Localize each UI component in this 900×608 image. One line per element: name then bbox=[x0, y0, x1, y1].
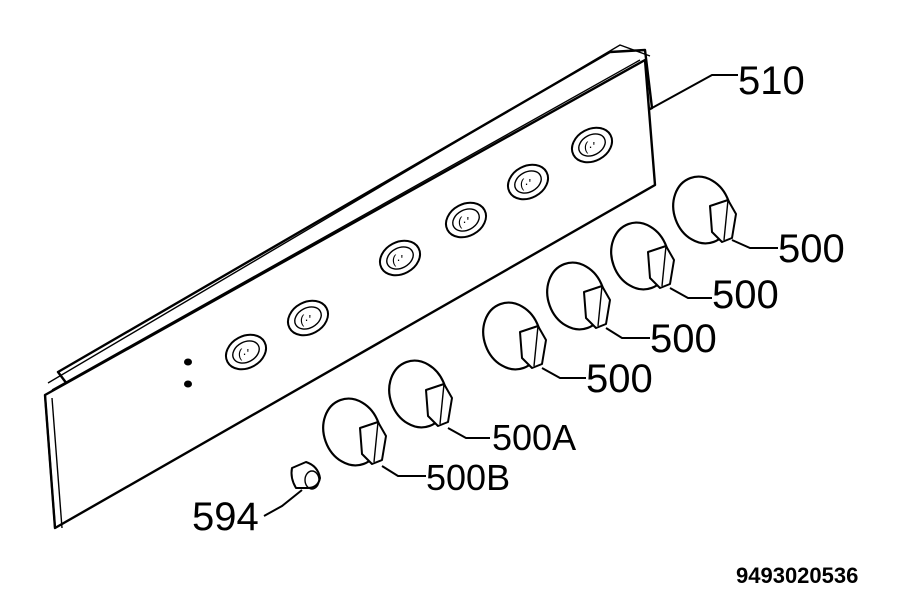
label-500b: 500B bbox=[426, 457, 510, 498]
leader-line-510 bbox=[651, 74, 738, 109]
knob-500a bbox=[388, 359, 453, 429]
panel-knob-hole: (·' bbox=[224, 333, 268, 371]
svg-text:(·': (·' bbox=[520, 176, 531, 191]
knob-500-1 bbox=[482, 301, 547, 371]
svg-text:(·': (·' bbox=[584, 139, 595, 154]
panel-knob-hole: (·' bbox=[570, 126, 614, 164]
panel-knob-hole: (·' bbox=[286, 299, 330, 337]
indicator-dot-lower bbox=[184, 380, 192, 388]
label-500-2: 500 bbox=[650, 317, 717, 361]
control-panel: (·' (·' (·' (·' (·' (·' bbox=[43, 44, 657, 530]
indicator-dot-upper bbox=[184, 358, 192, 366]
label-594: 594 bbox=[192, 495, 259, 539]
panel-knob-hole: (·' bbox=[444, 201, 488, 239]
knob-500-3 bbox=[610, 221, 675, 291]
panel-knob-hole: (·' bbox=[378, 239, 422, 277]
label-510: 510 bbox=[738, 59, 805, 103]
leader-line-500-4 bbox=[731, 239, 778, 249]
label-500a: 500A bbox=[492, 417, 576, 458]
leader-line-500-1 bbox=[541, 367, 586, 379]
svg-text:(·': (·' bbox=[238, 346, 249, 361]
knob-500-2 bbox=[546, 261, 611, 331]
label-500-3: 500 bbox=[712, 273, 779, 317]
knob-500b bbox=[322, 397, 387, 467]
knob-500-4 bbox=[672, 175, 737, 245]
document-number: 9493020536 bbox=[736, 563, 858, 588]
push-button-594 bbox=[290, 461, 321, 490]
svg-text:(·': (·' bbox=[300, 312, 311, 327]
label-500-1: 500 bbox=[586, 357, 653, 401]
leader-line-500b bbox=[381, 465, 426, 477]
leader-line-594 bbox=[263, 489, 303, 517]
leader-line-500a bbox=[447, 427, 490, 439]
leader-line-500-3 bbox=[669, 287, 712, 299]
panel-knob-hole: (·' bbox=[506, 163, 550, 201]
svg-text:(·': (·' bbox=[458, 214, 469, 229]
leader-line-500-2 bbox=[605, 327, 650, 339]
label-500-4: 500 bbox=[778, 227, 845, 271]
svg-text:(·': (·' bbox=[392, 252, 403, 267]
